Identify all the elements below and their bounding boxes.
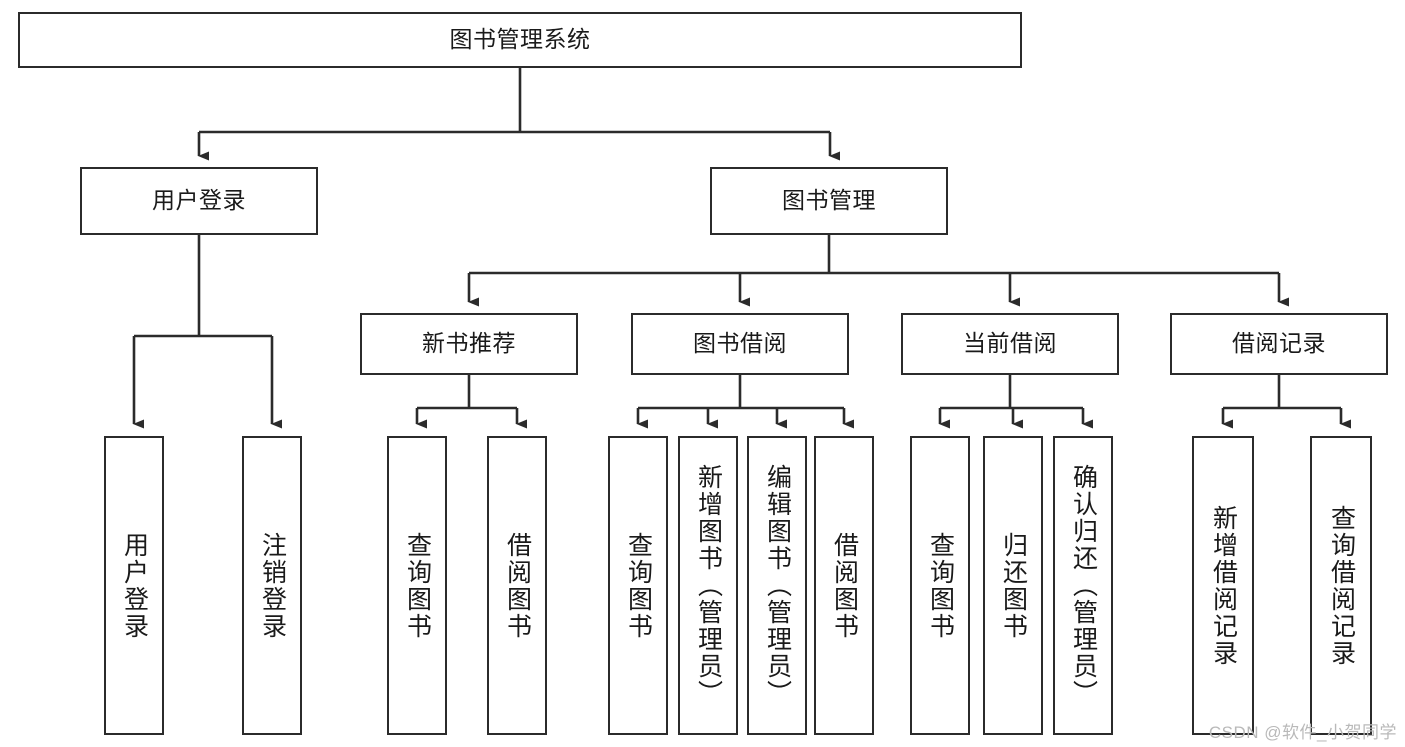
- node-label: 查询借阅记录: [1327, 504, 1356, 667]
- node-label: 查询图书: [403, 531, 432, 640]
- node-label: 图书管理系统: [449, 26, 591, 53]
- node-level2-book-management[interactable]: 图书管理: [710, 167, 948, 235]
- node-level3-new-book-recommend[interactable]: 新书推荐: [360, 313, 578, 375]
- node-label: 查询图书: [624, 531, 653, 640]
- node-label: 确认归还（管理员）: [1069, 464, 1098, 707]
- node-label: 用户登录: [152, 187, 246, 214]
- node-leaf-query-book-recommend[interactable]: 查询图书: [387, 436, 447, 735]
- node-label: 借阅图书: [830, 531, 859, 640]
- node-label: 图书管理: [782, 187, 876, 214]
- node-leaf-query-book-current[interactable]: 查询图书: [910, 436, 970, 735]
- node-leaf-query-borrow-record[interactable]: 查询借阅记录: [1310, 436, 1372, 735]
- node-leaf-logout[interactable]: 注销登录: [242, 436, 302, 735]
- node-leaf-query-book-borrow[interactable]: 查询图书: [608, 436, 668, 735]
- node-label: 借阅图书: [503, 531, 532, 640]
- node-leaf-confirm-return-admin[interactable]: 确认归还（管理员）: [1053, 436, 1113, 735]
- node-leaf-add-borrow-record[interactable]: 新增借阅记录: [1192, 436, 1254, 735]
- node-leaf-add-book-admin[interactable]: 新增图书（管理员）: [678, 436, 738, 735]
- node-label: 注销登录: [258, 531, 287, 640]
- node-label: 图书借阅: [693, 330, 787, 357]
- node-root[interactable]: 图书管理系统: [18, 12, 1022, 68]
- node-label: 新增借阅记录: [1209, 504, 1238, 667]
- node-label: 用户登录: [120, 531, 149, 640]
- node-label: 新增图书（管理员）: [694, 464, 723, 707]
- node-leaf-user-login[interactable]: 用户登录: [104, 436, 164, 735]
- node-leaf-borrow-book-recommend[interactable]: 借阅图书: [487, 436, 547, 735]
- node-label: 当前借阅: [963, 330, 1057, 357]
- node-level3-borrow-record[interactable]: 借阅记录: [1170, 313, 1388, 375]
- node-leaf-return-book[interactable]: 归还图书: [983, 436, 1043, 735]
- watermark: CSDN @软件_小贺同学: [1208, 723, 1397, 742]
- node-level2-user-login[interactable]: 用户登录: [80, 167, 318, 235]
- node-label: 编辑图书（管理员）: [763, 464, 792, 707]
- node-level3-current-borrow[interactable]: 当前借阅: [901, 313, 1119, 375]
- node-label: 新书推荐: [422, 330, 516, 357]
- node-level3-book-borrow[interactable]: 图书借阅: [631, 313, 849, 375]
- node-leaf-edit-book-admin[interactable]: 编辑图书（管理员）: [747, 436, 807, 735]
- node-label: 借阅记录: [1232, 330, 1326, 357]
- node-label: 归还图书: [999, 531, 1028, 640]
- node-leaf-borrow-book[interactable]: 借阅图书: [814, 436, 874, 735]
- node-label: 查询图书: [926, 531, 955, 640]
